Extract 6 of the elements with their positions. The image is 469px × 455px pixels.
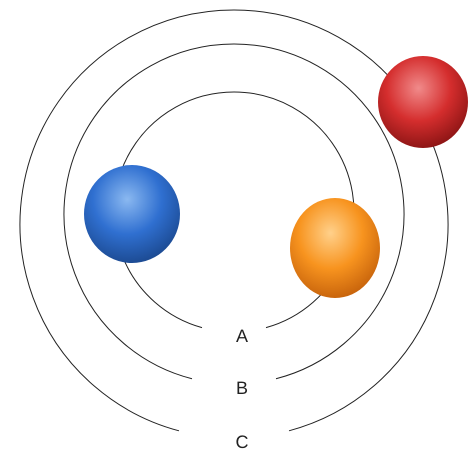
- orbit-label: B: [236, 379, 248, 397]
- sphere: [290, 198, 380, 298]
- sphere: [84, 165, 180, 263]
- orbit-label: C: [236, 433, 248, 451]
- sphere: [378, 56, 468, 148]
- orbit-label: A: [236, 327, 248, 345]
